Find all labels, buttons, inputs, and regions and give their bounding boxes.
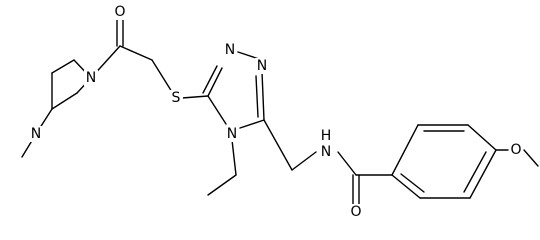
atom-label: N (257, 58, 267, 74)
atom-label: O (114, 4, 125, 20)
atom-label: N (227, 126, 237, 142)
atom-o-amide: O (349, 204, 363, 220)
atom-label: N (86, 70, 96, 86)
atom-o-methoxy: O (509, 142, 523, 158)
atom-label: N (31, 126, 41, 142)
atom-n-tri4: N (225, 126, 239, 142)
atom-n-tri1: N (223, 42, 237, 58)
atom-o-keto: O (113, 4, 127, 20)
atom-label: N (225, 42, 235, 58)
atom-label: O (350, 204, 361, 220)
atom-label: H (321, 128, 332, 144)
atom-n-pip4: N (29, 126, 43, 142)
atom-label: S (172, 90, 181, 106)
atom-label: O (510, 142, 521, 158)
atom-n-tri2: N (255, 58, 269, 74)
atom-n-amide: N (319, 144, 333, 160)
bond-lines (21, 15, 539, 209)
atom-h-amide: H (319, 128, 333, 144)
atom-label: N (321, 144, 331, 160)
atom-s-thio: S (169, 90, 183, 106)
atom-n-pip1: N (84, 70, 98, 86)
